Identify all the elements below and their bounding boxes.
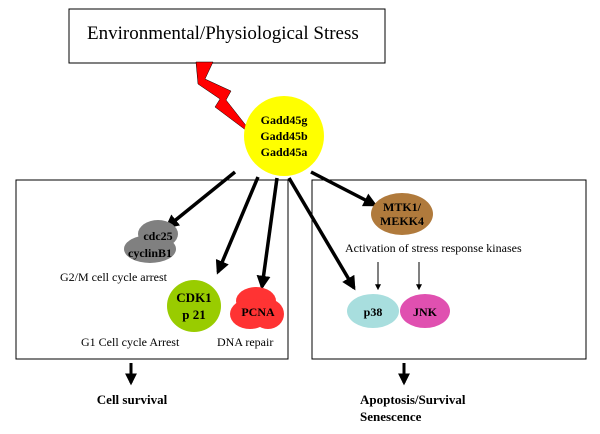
p38-label: p38 <box>364 305 383 319</box>
jnk-blob <box>400 294 450 328</box>
left-panel-box <box>15 179 289 360</box>
cdk1-label: CDK1 <box>176 290 211 305</box>
gadd45a-label: Gadd45a <box>261 145 308 159</box>
g2m-arrest-label: G2/M cell cycle arrest <box>60 270 168 284</box>
arrow-to-cdc25 <box>164 170 237 229</box>
arrow-to-p38 <box>287 177 356 291</box>
pcna-label: PCNA <box>241 305 275 319</box>
apoptosis-survival-label: Apoptosis/Survival <box>360 392 466 407</box>
activation-label: Activation of stress response kinases <box>345 241 522 255</box>
cell-survival-label: Cell survival <box>97 392 168 407</box>
gadd45g-label: Gadd45g <box>261 113 308 127</box>
pcna-blob <box>230 287 284 329</box>
cdc25-label: cdc25 <box>143 229 172 243</box>
right-panel-box <box>311 179 587 360</box>
stress-box <box>68 8 386 64</box>
gadd45-circle <box>244 96 324 176</box>
jnk-label: JNK <box>413 305 438 319</box>
arrow-to-pcna <box>256 177 279 290</box>
arrow-to-mtk1 <box>310 170 378 207</box>
g1-arrest-label: G1 Cell cycle Arrest <box>81 335 180 349</box>
lightning-bolt <box>195 61 256 138</box>
mtk1-label: MTK1/ <box>383 200 422 214</box>
cdk1-p21-blob <box>167 280 221 332</box>
p38-blob <box>347 294 399 328</box>
stress-label: Environmental/Physiological Stress <box>87 23 359 44</box>
dna-repair-label: DNA repair <box>217 335 273 349</box>
cyclinb1-label: cyclinB1 <box>128 246 172 260</box>
arrow-to-cdk1 <box>215 176 260 275</box>
gadd45b-label: Gadd45b <box>260 129 308 143</box>
p21-label: p 21 <box>182 307 205 322</box>
mtk1-mekk4-blob <box>371 193 433 235</box>
senescence-label: Senescence <box>360 409 422 424</box>
cdc25-cyclinb1-blob <box>124 220 178 263</box>
mekk4-label: MEKK4 <box>380 214 424 228</box>
